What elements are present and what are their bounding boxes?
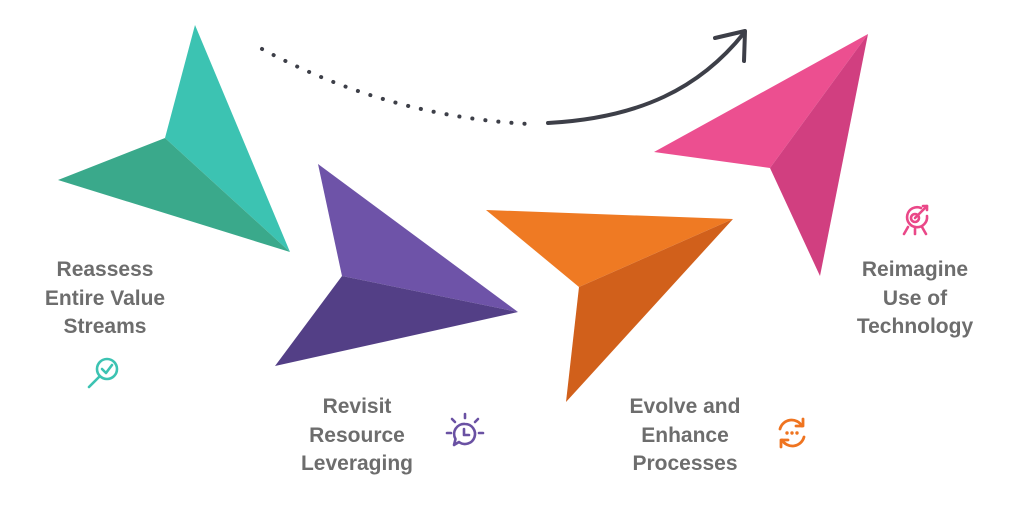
- plane-teal: [58, 25, 290, 252]
- step-label-reassess: Reassess Entire Value Streams: [30, 256, 180, 342]
- step-label-line: Evolve and: [629, 395, 741, 418]
- step-label-line: Technology: [856, 315, 974, 338]
- step-label-reimagine: Reimagine Use of Technology: [840, 256, 990, 342]
- idea-bulb-icon: [445, 412, 485, 447]
- step-label-line: Entire Value: [44, 286, 166, 310]
- step-label-line: Revisit: [322, 395, 392, 418]
- step-label-revisit: Revisit Resource Leveraging: [282, 393, 432, 479]
- target-icon: [902, 204, 929, 236]
- step-label-line: Leveraging: [300, 452, 414, 475]
- progress-arrow: [260, 29, 747, 126]
- step-label-line: Processes: [632, 452, 738, 475]
- step-label-line: Use of: [882, 286, 948, 310]
- plane-orange: [486, 210, 733, 402]
- step-label-evolve: Evolve and Enhance Processes: [610, 393, 760, 479]
- refresh-cycle-icon: [778, 417, 806, 449]
- plane-pink: [654, 34, 868, 276]
- step-label-line: Reassess: [56, 258, 154, 281]
- step-label-line: Streams: [63, 315, 147, 338]
- plane-purple: [275, 164, 518, 366]
- step-label-line: Resource: [309, 423, 405, 447]
- step-label-line: Enhance: [641, 423, 729, 447]
- search-check-icon: [87, 357, 119, 389]
- arrowhead-icon: [713, 29, 747, 63]
- dotted-connector: [260, 47, 532, 126]
- step-label-line: Reimagine: [861, 258, 969, 281]
- solid-connector: [546, 31, 746, 125]
